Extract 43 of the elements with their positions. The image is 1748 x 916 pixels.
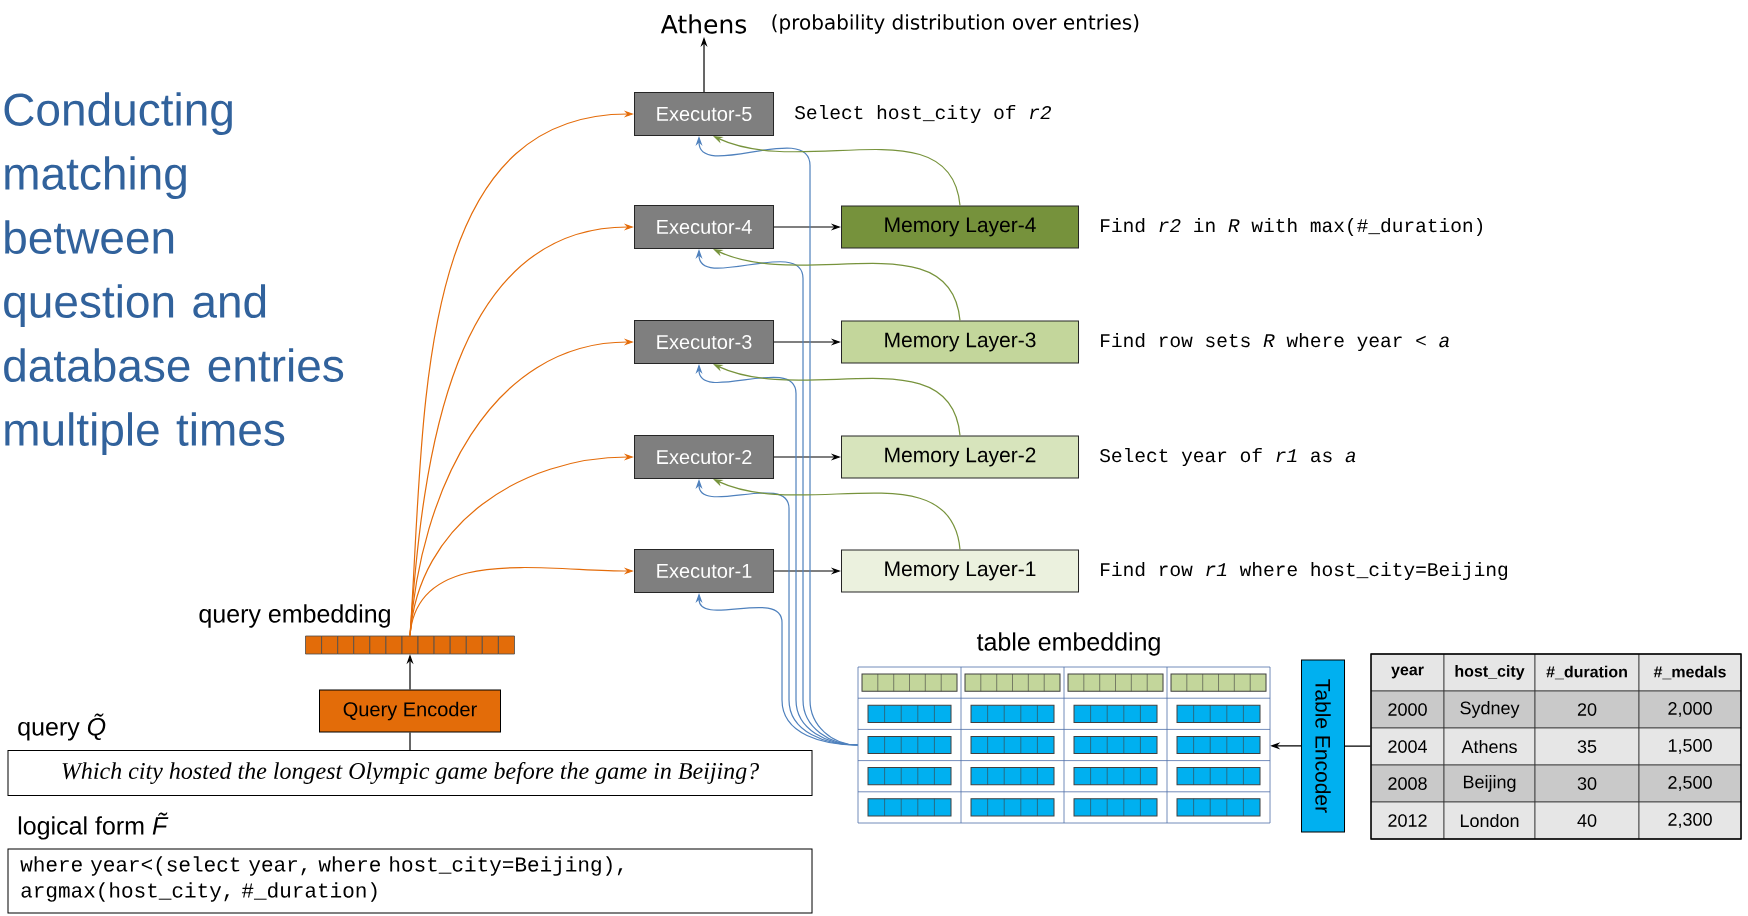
memory-layer-box: Memory Layer-2: [841, 435, 1079, 479]
caption-text: (probability distribution over entries): [772, 14, 1139, 34]
table-cell: 2008: [1370, 764, 1445, 803]
heading-label: table embedding: [976, 632, 1160, 656]
table-cell: 2000: [1370, 690, 1445, 729]
encoder-box: Table Encoder: [1301, 659, 1345, 833]
table-cell: 2,300: [1638, 801, 1742, 840]
code-box: where year<(select year, where host_city=Beijing), argmax(host_city, #_duration): [7, 848, 813, 914]
table-cell: Beijing: [1443, 764, 1536, 803]
step-description: Find r2 in R with max(#_duration): [1101, 217, 1483, 237]
executor-box: Executor-2: [634, 435, 774, 479]
step-description: Find row r1 where host_city=Beijing: [1101, 561, 1508, 581]
table-cell: 2,000: [1638, 690, 1742, 729]
table-cell: 2004: [1370, 727, 1445, 766]
connector-line: [409, 731, 411, 751]
step-description: Find row sets R where year < a: [1101, 332, 1449, 352]
result-label: Athens: [660, 14, 747, 34]
executor-box: Executor-1: [634, 549, 774, 593]
heading-label: logical form F̃: [18, 812, 169, 840]
executor-box: Executor-5: [634, 92, 774, 136]
table-cell: Athens: [1443, 727, 1536, 766]
side-note: Conducting matching between question and database entries multiple times: [4, 92, 344, 456]
memory-layer-box: Memory Layer-1: [841, 549, 1079, 593]
memory-layer-box: Memory Layer-4: [841, 205, 1079, 249]
table-cell: London: [1443, 801, 1536, 840]
table-cell: Sydney: [1443, 690, 1536, 729]
question-box: Which city hosted the longest Olympic game before the game in Beijing?: [7, 750, 813, 796]
heading-label: query embedding: [199, 604, 390, 628]
table-cell: 30: [1534, 764, 1640, 803]
memory-layer-box: Memory Layer-3: [841, 320, 1079, 364]
step-description: Select year of r1 as a: [1099, 447, 1356, 467]
executor-box: Executor-3: [634, 320, 774, 364]
connector-line: [1344, 745, 1371, 747]
table-cell: 40: [1534, 801, 1640, 840]
table-cell: 1,500: [1638, 727, 1742, 766]
table-cell: 35: [1534, 727, 1640, 766]
table-cell: 2012: [1370, 801, 1445, 840]
table-cell: 2,500: [1638, 764, 1742, 803]
heading-label: query Q̃: [18, 713, 106, 741]
executor-box: Executor-4: [634, 205, 774, 249]
encoder-box: Query Encoder: [319, 689, 501, 733]
table-cell: 20: [1534, 690, 1640, 729]
step-description: Select host_city of r2: [794, 104, 1051, 124]
